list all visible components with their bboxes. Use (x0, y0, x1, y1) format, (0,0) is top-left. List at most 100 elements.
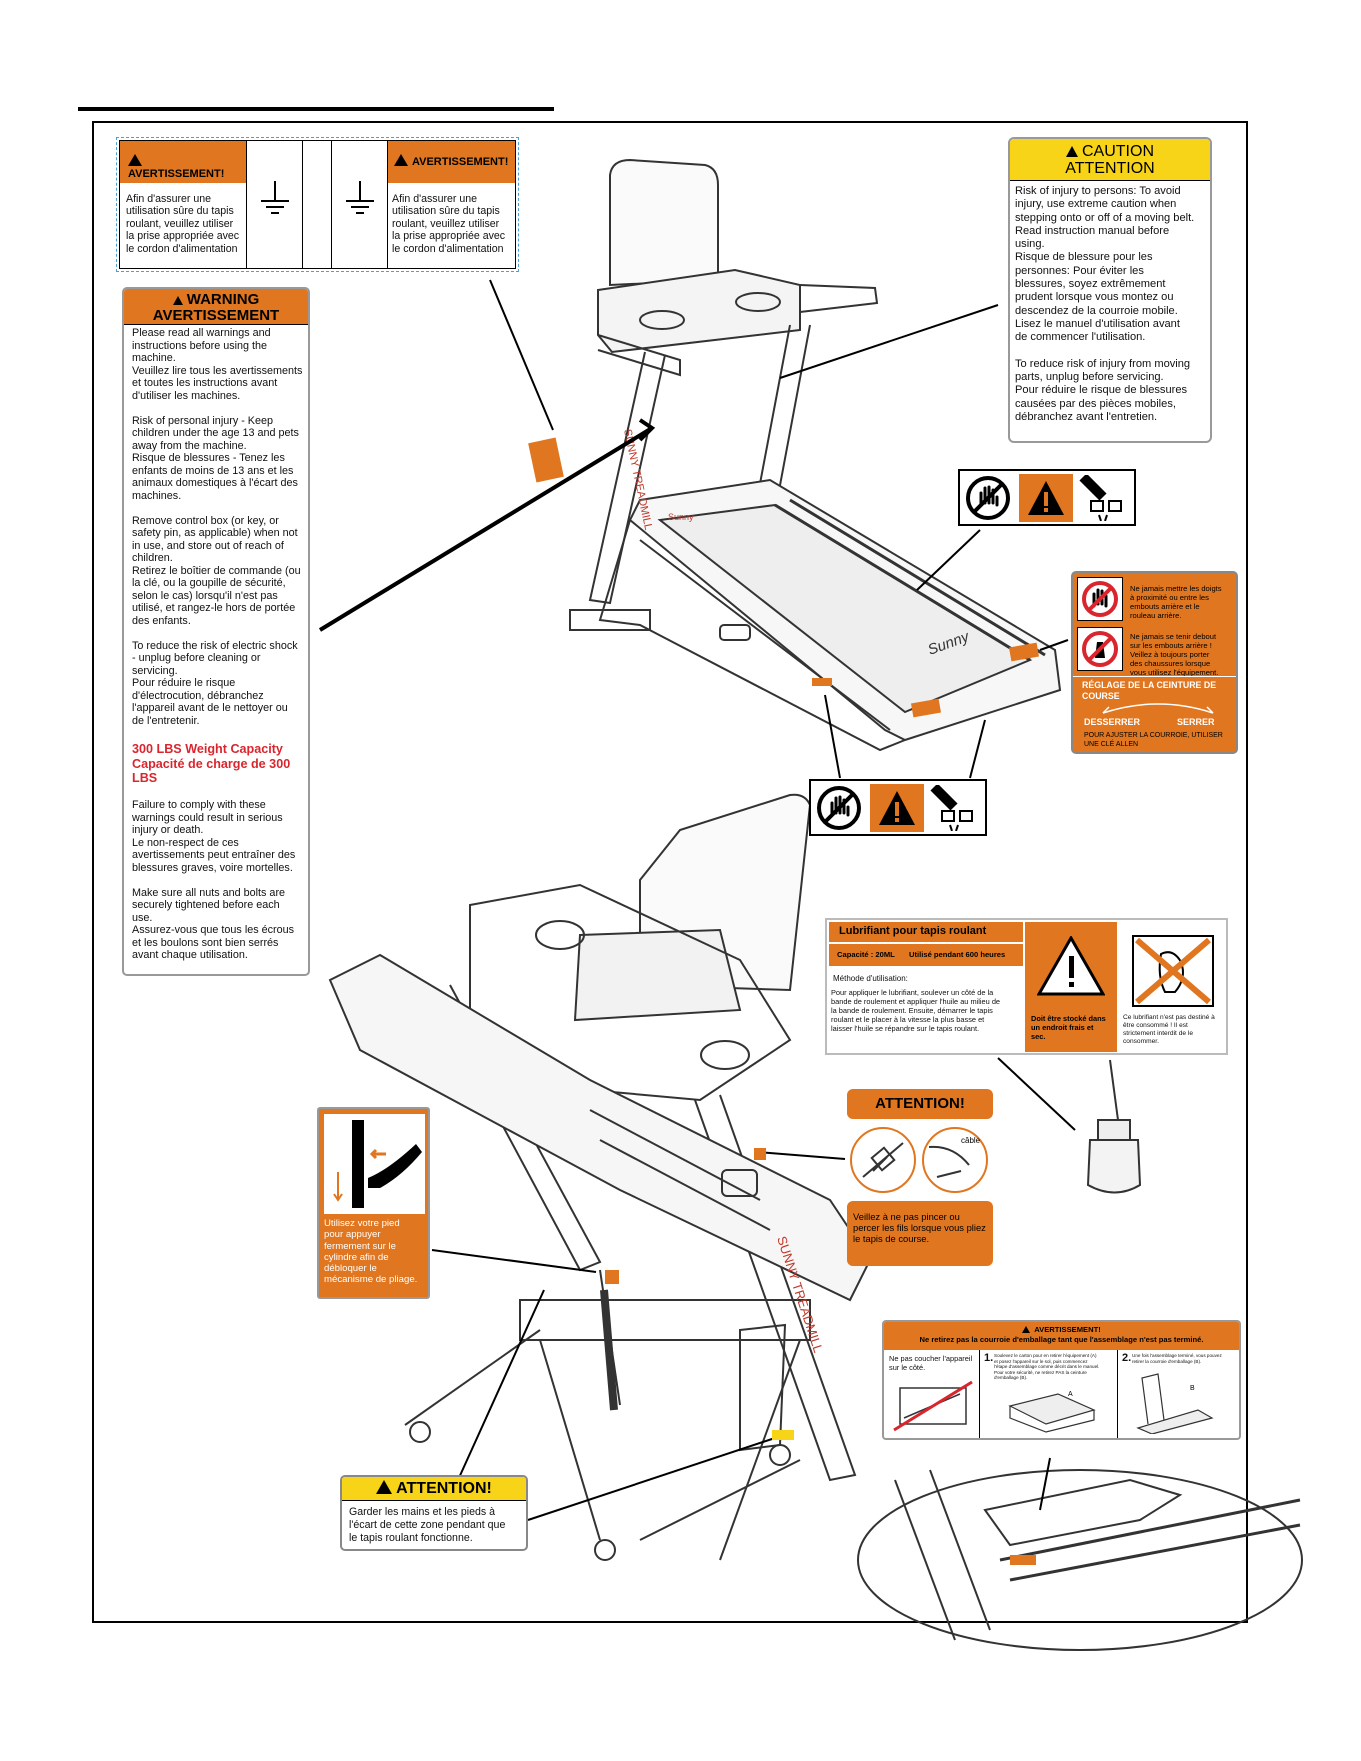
do-not-drink-panel: Ce lubrifiant n'est pas destiné à être c… (1119, 922, 1226, 1052)
bottom-console-keys (573, 928, 742, 1022)
warning-triangle-icon (128, 154, 142, 166)
no-hand-icon (814, 784, 864, 832)
packing-col-1: Ne pas coucher l'appareil sur le côté. (884, 1350, 980, 1438)
belt-adjust-title: RÉGLAGE DE LA CEINTURE DE COURSE (1082, 680, 1217, 701)
packing-step-1-num: 1. (984, 1352, 994, 1364)
warning-triangle-icon (1022, 1326, 1031, 1333)
packing-step-2-diagram: B (1136, 1373, 1214, 1434)
attention-hands-heading: ATTENTION! (342, 1477, 526, 1501)
no-hand-icon (963, 474, 1013, 522)
fold-release-text: Utilisez votre pied pour appuyer fermeme… (324, 1218, 418, 1286)
caution-heading: CAUTION ATTENTION (1010, 139, 1210, 181)
leader-avert (489, 279, 554, 431)
leader-attention-cable (757, 1151, 846, 1160)
belt-divider (1073, 676, 1236, 677)
pinch-hazard-icon (928, 784, 984, 832)
cylinder-tag (605, 1270, 619, 1284)
zoom-detail-ellipse (857, 1469, 1303, 1651)
lubricant-storage: Doit être stocké dans un endroit frais e… (1025, 922, 1117, 1052)
leader-fold (431, 1249, 597, 1273)
lubricant-capacity: Capacité : 20ML (837, 950, 895, 959)
not-for-consumption-text: Ce lubrifiant n'est pas destiné à être c… (1123, 1014, 1215, 1045)
tighten-label: SERRER (1177, 717, 1215, 727)
lubricant-usage: Utilisé pendant 600 heures (909, 950, 1006, 959)
no-drinking-icon (1132, 935, 1214, 1007)
warning-heading-en: WARNING (186, 291, 260, 308)
ground-left-heading: AVERTISSEMENT! (120, 141, 246, 183)
rear-roller-text-1: Ne jamais mettre les doigts à proximité … (1130, 584, 1222, 620)
packing-step-1-diagram: A (1008, 1391, 1096, 1433)
lubricant-storage-text: Doit être stocké dans un endroit frais e… (1031, 1014, 1106, 1041)
packing-col-2: 1. Soulevez le carton pour en retirer l'… (980, 1350, 1118, 1438)
belt-adjust-arrows (1102, 703, 1214, 714)
packing-step-2-text: Une fois l'assemblage terminé, vous pouv… (1132, 1353, 1222, 1364)
base-tag (772, 1430, 794, 1440)
ground-label-left: AVERTISSEMENT! Afin d'assurer une utilis… (119, 140, 247, 269)
caution-heading-fr: ATTENTION (1065, 160, 1155, 177)
ground-symbols (247, 140, 388, 269)
ground-label-right: AVERTISSEMENT! Afin d'assurer une utilis… (388, 140, 516, 269)
zoom-strap-tag (1010, 1555, 1036, 1565)
ground-label: AVERTISSEMENT! Afin d'assurer une utilis… (116, 137, 519, 272)
fold-release-label: Utilisez votre pied pour appuyer fermeme… (317, 1107, 430, 1299)
leader-hand-bottom-b (969, 719, 986, 779)
leader-rear (1039, 639, 1069, 651)
side-rail-tag (812, 678, 832, 686)
diagram-frame (92, 121, 1248, 1623)
bottom-upright-right (694, 1094, 857, 1482)
warning-triangle-icon (1019, 474, 1073, 522)
foot-press-icon (324, 1114, 425, 1214)
caution-heading-line1: CAUTION (1010, 143, 1210, 160)
attention-cable-label: ATTENTION! câble Veillez à ne pas pincer… (847, 1089, 993, 1266)
leader-warning (318, 426, 654, 632)
packing-heading-2: Ne retirez pas la courroie d'emballage t… (919, 1334, 1204, 1344)
caution-heading-en: CAUTION (1082, 143, 1154, 160)
warning-label: WARNING AVERTISSEMENT Please read all wa… (122, 287, 310, 976)
caution-label: CAUTION ATTENTION Risk of injury to pers… (1008, 137, 1212, 443)
ground-right-heading-text: AVERTISSEMENT! (412, 156, 509, 168)
pinch-warning-strip-top (958, 469, 1136, 526)
upright-tag (754, 1148, 766, 1160)
ground-left-body: Afin d'assurer une utilisation sûre du t… (126, 193, 240, 255)
lubricant-capacity-bar: Capacité : 20ML Utilisé pendant 600 heur… (829, 944, 1023, 966)
leader-hands-a (457, 1289, 545, 1481)
packing-step-1-text: Soulevez le carton pour en retirer l'équ… (994, 1353, 1100, 1381)
leader-hand-bottom-a (824, 694, 841, 779)
packing-col-3: 2. Une fois l'assemblage terminé, vous p… (1118, 1350, 1239, 1438)
leader-caution (779, 304, 999, 379)
packing-strap-label: AVERTISSEMENT! Ne retirez pas la courroi… (882, 1320, 1241, 1440)
no-side-lay-icon (893, 1380, 973, 1432)
ground-right-heading: AVERTISSEMENT! (388, 141, 515, 183)
rear-roller-label: Ne jamais mettre les doigts à proximité … (1071, 571, 1238, 754)
attention-hands-heading-text: ATTENTION! (396, 1480, 492, 1497)
warning-triangle-icon (870, 784, 924, 832)
leader-oil (997, 1057, 1076, 1131)
ground-icon (261, 181, 289, 214)
cable-word: câble (961, 1136, 981, 1145)
warning-heading-line1: WARNING (124, 292, 308, 308)
ground-left-heading-text: AVERTISSEMENT! (128, 168, 225, 180)
warning-triangle-icon (1066, 146, 1078, 157)
ground-symbols-divider (302, 141, 332, 268)
mark-a: A (1068, 1391, 1073, 1398)
warning-heading: WARNING AVERTISSEMENT (124, 289, 308, 325)
rear-roller-text-2: Ne jamais se tenir debout sur les embout… (1130, 632, 1219, 677)
header-rule (78, 107, 554, 111)
top-handlebar-right (799, 284, 879, 313)
leader-packing (1039, 1457, 1051, 1511)
lubricant-label: Lubrifiant pour tapis roulant Capacité :… (825, 918, 1228, 1055)
lubricant-method: Pour appliquer le lubrifiant, soulever u… (831, 988, 1001, 1034)
leader-hands-b (527, 1437, 776, 1521)
warning-body-1: Please read all warnings and instruction… (132, 327, 303, 727)
weight-capacity: 300 LBS Weight Capacity Capacité de char… (132, 742, 291, 785)
warning-body-2: Failure to comply with these warnings co… (132, 799, 296, 961)
attention-cable-body: Veillez à ne pas pincer ou percer les fi… (847, 1201, 993, 1266)
pinch-hazard-icon (1077, 474, 1133, 522)
belt-adjust-note: POUR AJUSTER LA COURROIE, UTILISER UNE C… (1084, 732, 1223, 748)
packing-col-1-text: Ne pas coucher l'appareil sur le côté. (889, 1354, 973, 1372)
leader-hand-top (916, 529, 981, 591)
lubricant-method-title: Méthode d'utilisation: (833, 974, 908, 983)
caution-body: Risk of injury to persons: To avoid inju… (1015, 185, 1195, 424)
ground-icon (346, 181, 374, 214)
